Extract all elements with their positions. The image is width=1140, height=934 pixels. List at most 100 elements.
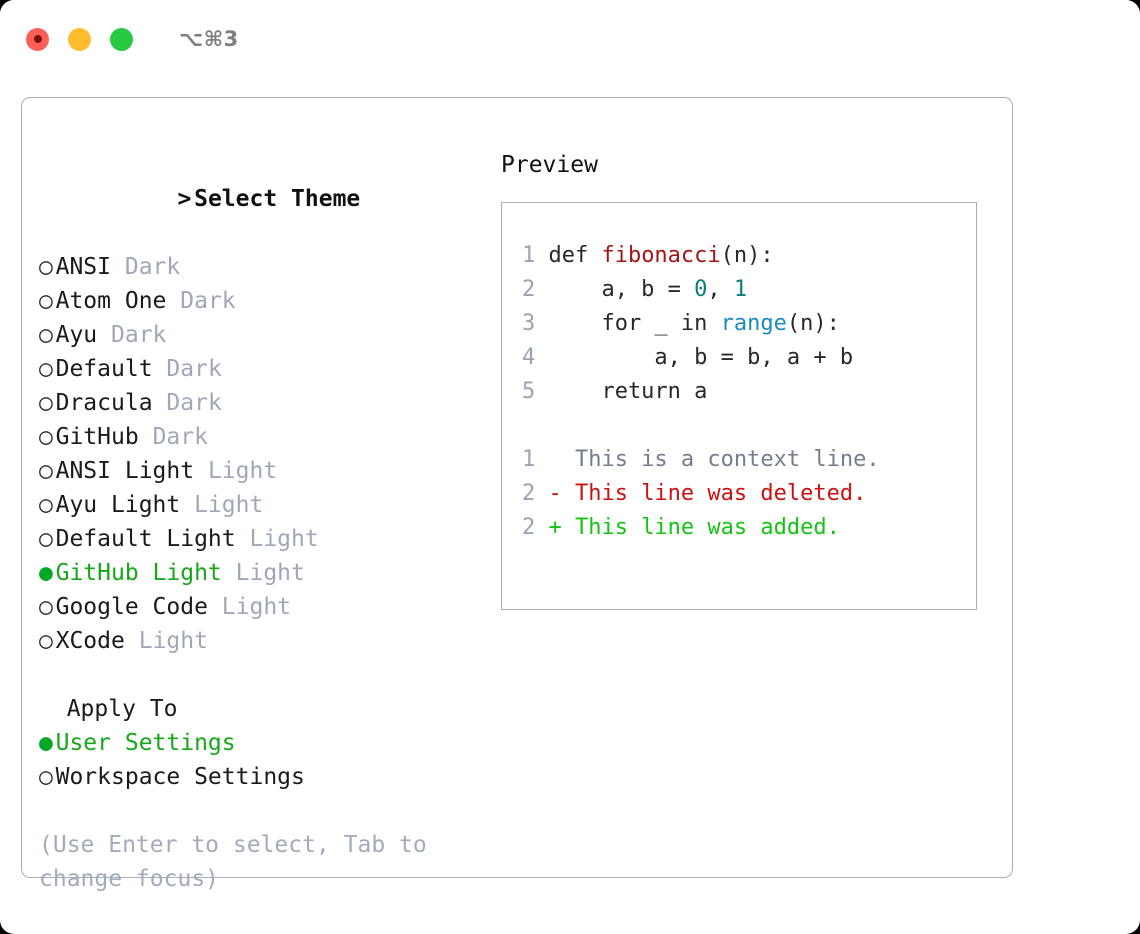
line-number: 5 bbox=[522, 379, 536, 404]
theme-option-variant: Dark bbox=[166, 356, 222, 382]
theme-option-default-light[interactable]: ○Default Light Light bbox=[39, 522, 479, 556]
theme-option-gap bbox=[153, 356, 167, 382]
theme-option-gap bbox=[194, 458, 208, 484]
window-controls bbox=[26, 27, 133, 51]
theme-option-name: GitHub bbox=[55, 424, 139, 450]
line-number: 3 bbox=[522, 311, 536, 336]
apply-to-list: ●User Settings○Workspace Settings bbox=[39, 726, 479, 794]
theme-option-atom-one[interactable]: ○Atom One Dark bbox=[39, 284, 479, 318]
theme-option-variant: Light bbox=[194, 492, 264, 518]
window-title: ⌥⌘3 bbox=[179, 27, 239, 51]
radio-unselected-icon: ○ bbox=[39, 288, 53, 314]
main-panel: >Select Theme ○ANSI Dark○Atom One Dark○A… bbox=[21, 97, 1013, 892]
theme-option-google-code[interactable]: ○Google Code Light bbox=[39, 590, 479, 624]
code-token: range bbox=[720, 311, 787, 336]
radio-unselected-icon: ○ bbox=[39, 764, 53, 790]
diff-text: This line was added. bbox=[561, 515, 840, 540]
code-line: 3 for _ in range(n): bbox=[502, 307, 976, 341]
theme-option-name: Default Light bbox=[55, 526, 236, 552]
code-diff-gap bbox=[502, 409, 976, 443]
theme-option-variant: Dark bbox=[124, 254, 181, 280]
close-icon bbox=[33, 35, 42, 43]
radio-selected-icon: ● bbox=[39, 730, 53, 756]
theme-option-gap bbox=[139, 424, 153, 450]
radio-unselected-icon: ○ bbox=[39, 594, 53, 620]
theme-option-name: ANSI bbox=[55, 254, 111, 280]
theme-option-ansi[interactable]: ○ANSI Dark bbox=[39, 250, 479, 284]
theme-option-github-light[interactable]: ●GitHub Light Light bbox=[39, 556, 479, 590]
theme-option-dracula[interactable]: ○Dracula Dark bbox=[39, 386, 479, 420]
apply-option-workspace-settings[interactable]: ○Workspace Settings bbox=[39, 760, 479, 794]
theme-option-name: Default bbox=[55, 356, 153, 382]
line-number: 1 bbox=[522, 243, 536, 268]
theme-option-variant: Dark bbox=[152, 424, 208, 450]
list-spacer bbox=[39, 658, 479, 692]
theme-option-variant: Light bbox=[207, 458, 278, 484]
theme-selection-column: >Select Theme ○ANSI Dark○Atom One Dark○A… bbox=[39, 148, 479, 896]
theme-option-name: XCode bbox=[55, 628, 125, 654]
theme-option-gap bbox=[153, 390, 167, 416]
radio-unselected-icon: ○ bbox=[39, 526, 53, 552]
apply-to-heading: Apply To bbox=[66, 696, 178, 722]
apply-option-user-settings[interactable]: ●User Settings bbox=[39, 726, 479, 760]
theme-option-gap bbox=[236, 526, 250, 552]
theme-option-github[interactable]: ○GitHub Dark bbox=[39, 420, 479, 454]
radio-unselected-icon: ○ bbox=[39, 424, 53, 450]
theme-option-name: Ayu bbox=[55, 322, 98, 348]
code-token: a, b = bbox=[548, 277, 695, 302]
title-bar: ⌥⌘3 bbox=[0, 0, 1140, 78]
radio-unselected-icon: ○ bbox=[39, 254, 53, 280]
radio-selected-icon: ● bbox=[39, 560, 53, 586]
code-token: (n): bbox=[720, 243, 774, 268]
theme-option-ansi-light[interactable]: ○ANSI Light Light bbox=[39, 454, 479, 488]
theme-option-name: Dracula bbox=[55, 390, 153, 416]
theme-option-gap bbox=[180, 492, 194, 518]
theme-option-name: Ayu Light bbox=[55, 492, 181, 518]
diff-line: 2- This line was deleted. bbox=[502, 477, 976, 511]
theme-option-variant: Dark bbox=[111, 322, 167, 348]
theme-option-name: ANSI Light bbox=[55, 458, 195, 484]
line-number: 4 bbox=[522, 345, 536, 370]
theme-option-xcode[interactable]: ○XCode Light bbox=[39, 624, 479, 658]
maximize-button[interactable] bbox=[110, 27, 133, 51]
code-line: 2 a, b = 0, 1 bbox=[502, 273, 976, 307]
preview-heading: Preview bbox=[501, 152, 598, 178]
code-token: a, b = b, a + b bbox=[548, 345, 854, 370]
theme-option-gap bbox=[208, 594, 222, 620]
radio-unselected-icon: ○ bbox=[39, 322, 53, 348]
code-token: , bbox=[707, 277, 734, 302]
code-token: def bbox=[548, 243, 602, 268]
code-token: (n): bbox=[786, 311, 840, 336]
theme-option-name: GitHub Light bbox=[55, 560, 222, 586]
theme-option-gap bbox=[166, 288, 180, 314]
theme-option-variant: Light bbox=[221, 594, 292, 620]
code-line: 4 a, b = b, a + b bbox=[502, 341, 976, 375]
theme-option-gap bbox=[125, 628, 139, 654]
apply-option-name: Workspace Settings bbox=[55, 764, 305, 790]
theme-option-variant: Light bbox=[138, 628, 208, 654]
code-token: fibonacci bbox=[601, 243, 721, 268]
theme-option-ayu-light[interactable]: ○Ayu Light Light bbox=[39, 488, 479, 522]
theme-option-ayu[interactable]: ○Ayu Dark bbox=[39, 318, 479, 352]
diff-text: This is a context line. bbox=[561, 447, 880, 472]
code-line: 5 return a bbox=[502, 375, 976, 409]
radio-unselected-icon: ○ bbox=[39, 390, 53, 416]
minimize-button[interactable] bbox=[68, 27, 91, 51]
close-button[interactable] bbox=[26, 27, 49, 51]
radio-unselected-icon: ○ bbox=[39, 628, 53, 654]
code-token: return a bbox=[548, 379, 708, 404]
theme-option-variant: Dark bbox=[166, 390, 222, 416]
theme-list: ○ANSI Dark○Atom One Dark○Ayu Dark○Defaul… bbox=[39, 250, 479, 658]
theme-option-gap bbox=[222, 560, 236, 586]
theme-option-default[interactable]: ○Default Dark bbox=[39, 352, 479, 386]
theme-option-variant: Light bbox=[249, 526, 319, 552]
keyboard-hint: (Use Enter to select, Tab to change focu… bbox=[39, 832, 441, 892]
caret-icon: > bbox=[177, 186, 192, 212]
diff-text: This line was deleted. bbox=[561, 481, 867, 506]
diff-marker bbox=[548, 447, 561, 472]
select-theme-heading: >Select Theme bbox=[39, 148, 479, 250]
diff-sample: 1 This is a context line.2- This line wa… bbox=[502, 443, 976, 545]
